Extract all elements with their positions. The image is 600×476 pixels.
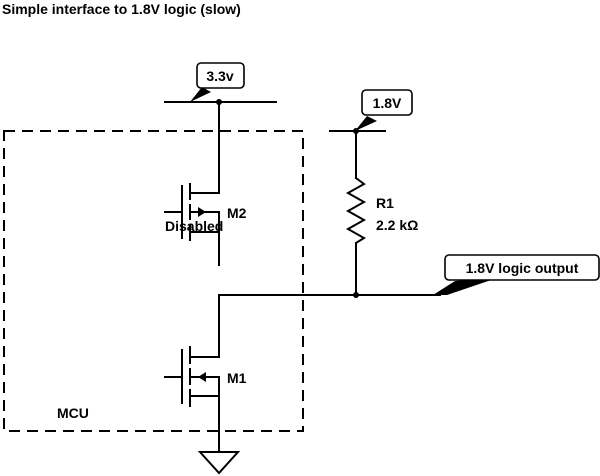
tag-box-3v3 [196, 62, 245, 89]
m2-ref: M2 [227, 205, 247, 221]
r1-zigzag [345, 176, 367, 245]
m2-arrow [198, 207, 206, 217]
tag-pointer-3v3 [190, 87, 211, 102]
supply-1v8: 1.8V [329, 89, 413, 134]
tag-3v3: 3.3v [206, 68, 233, 84]
m1-arrow [198, 372, 206, 382]
resistor-r1: R1 2.2 kΩ [345, 130, 418, 296]
mcu-label: MCU [57, 405, 89, 421]
r1-ref: R1 [376, 195, 394, 211]
tag-box-1v8 [361, 89, 413, 116]
ground-icon [197, 451, 241, 475]
tag-pointer-1v8 [355, 116, 377, 131]
m1-ref: M1 [227, 370, 247, 386]
tag-1v8: 1.8V [373, 95, 402, 111]
transistor-m1: M1 [164, 294, 247, 453]
r1-value: 2.2 kΩ [376, 217, 418, 233]
tag-box-output [444, 254, 600, 281]
node-output [353, 292, 359, 298]
m2-state: Disabled [165, 218, 223, 234]
tag-output: 1.8V logic output [466, 260, 579, 276]
supply-3v3: 3.3v [164, 62, 277, 105]
tag-pointer-output [433, 277, 500, 295]
transistor-m2: M2 Disabled [164, 101, 247, 266]
output-net: 1.8V logic output [218, 254, 600, 298]
diagram-title: Simple interface to 1.8V logic (slow) [2, 1, 241, 17]
mcu-boundary [3, 130, 304, 432]
